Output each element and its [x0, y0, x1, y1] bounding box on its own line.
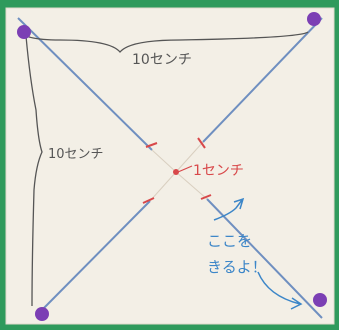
- purple-dot-icon: [17, 25, 31, 39]
- corner-markers: [17, 12, 327, 321]
- fold-lines: [17, 17, 323, 319]
- fold-line-top-left: [17, 17, 153, 151]
- cut-marks: [142, 137, 212, 204]
- left-length-label: 10センチ: [48, 147, 104, 162]
- cut-note-line1: ここを: [207, 232, 252, 250]
- top-brace: [19, 29, 309, 54]
- fold-line-bottom-left: [37, 200, 151, 315]
- purple-dot-icon: [313, 293, 327, 307]
- top-length-label: 10センチ: [132, 52, 192, 68]
- cut-note-line2: きるよ！: [207, 258, 267, 276]
- cut-mark-bottom-left: [142, 197, 155, 204]
- fold-line-bottom-right: [206, 198, 323, 319]
- fold-line-top-right: [202, 17, 323, 143]
- center-gap-label: 1センチ: [193, 163, 244, 179]
- purple-dot-icon: [307, 12, 321, 26]
- cut-mark-bottom-right: [200, 194, 212, 200]
- red-dot-icon: [173, 169, 179, 175]
- center-arrow: [177, 165, 193, 173]
- center-guides: [149, 141, 208, 202]
- cut-mark-top-right: [197, 137, 206, 149]
- cut-mark-top-left: [145, 142, 158, 148]
- left-brace: [25, 35, 43, 307]
- curved-arrow-icon: [213, 197, 245, 221]
- cut-note-arrow-bottom: [257, 271, 303, 310]
- purple-dot-icon: [35, 307, 49, 321]
